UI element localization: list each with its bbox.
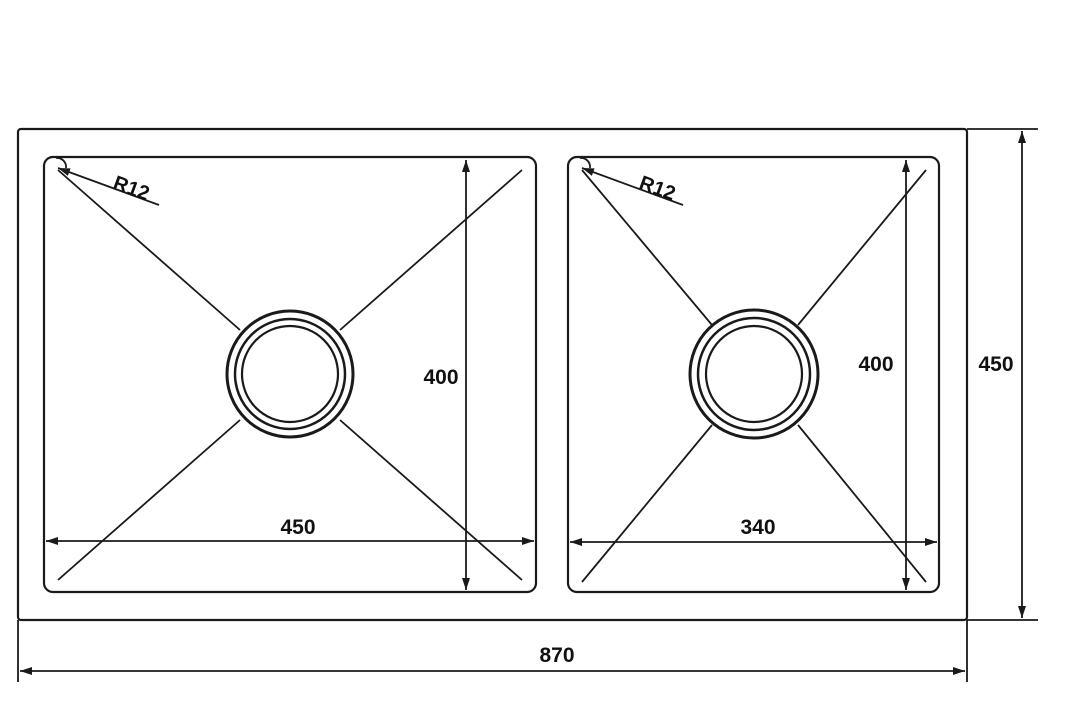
overall-depth-dimension: 450 <box>967 128 1038 621</box>
drain-right-inner <box>704 324 804 424</box>
bowl-left-slope-line <box>339 169 523 331</box>
drain-left-inner <box>240 324 340 424</box>
corner-radius-left-arc <box>55 157 67 169</box>
bowl-right-outline <box>566 155 941 594</box>
bowl-right-slope-line <box>581 169 713 326</box>
dim-left-depth-label: 400 <box>423 366 458 389</box>
overall-width-dimension: 870 <box>17 620 968 682</box>
sink-outline <box>16 127 969 622</box>
bowl-right: R12 340 400 <box>566 155 941 594</box>
dim-left-width-label: 450 <box>280 516 315 539</box>
bowl-left-slope-line <box>339 419 523 581</box>
drain-left-outer <box>225 309 355 439</box>
bowl-left-slope-line <box>57 169 241 331</box>
dim-overall-depth-label: 450 <box>978 353 1013 376</box>
bowl-left-slope-line <box>57 419 241 581</box>
bowl-left-outline <box>42 155 538 594</box>
radius-leader-left <box>57 167 160 206</box>
drain-right-outer <box>688 308 820 440</box>
bowl-left: R12 450 400 <box>42 155 538 594</box>
radius-label-left: R12 <box>110 172 152 205</box>
dim-right-depth-label: 400 <box>858 353 893 376</box>
dim-right-width-label: 340 <box>740 516 775 539</box>
radius-label-right: R12 <box>636 172 678 205</box>
drain-left-mid <box>233 317 347 431</box>
radius-leader-right <box>581 167 684 206</box>
dim-overall-width-label: 870 <box>539 644 574 667</box>
corner-radius-right-arc <box>579 157 591 169</box>
bowl-right-slope-line <box>581 424 713 583</box>
drain-right-mid <box>696 316 812 432</box>
